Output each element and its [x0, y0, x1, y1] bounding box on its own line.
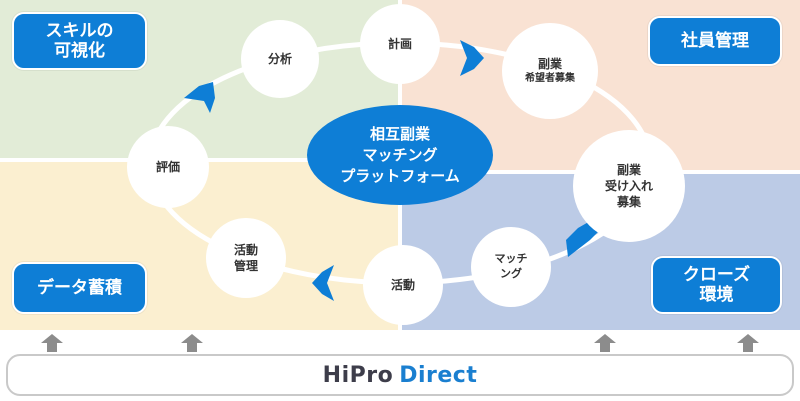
node-evaluation: 評価	[127, 126, 209, 208]
chevron-left-icon	[312, 265, 334, 301]
node-matching: マッチ ング	[471, 227, 551, 307]
up-arrow-icon	[41, 334, 63, 352]
node-recruit-title: 副業	[537, 57, 562, 72]
node-activity: 活動	[363, 245, 443, 325]
node-recruit-sub: 希望者募集	[525, 73, 575, 85]
chevron-right-icon	[460, 40, 484, 76]
brand-hipro: HiPro	[322, 362, 394, 388]
up-arrow-icon	[181, 334, 203, 352]
node-analysis: 分析	[241, 20, 319, 98]
node-accept: 副業 受け入れ 募集	[573, 130, 685, 242]
brand-direct: Direct	[399, 362, 478, 388]
closed-environment-label: クローズ 環境	[651, 256, 782, 314]
skill-visualization-label: スキルの 可視化	[12, 12, 147, 70]
staff-management-label: 社員管理	[648, 16, 782, 66]
up-arrow-icon	[737, 334, 759, 352]
center-platform: 相互副業 マッチング プラットフォーム	[307, 105, 493, 205]
node-activity-mgmt: 活動 管理	[206, 218, 286, 298]
up-arrow-icon	[594, 334, 616, 352]
chevron-up-right-icon	[184, 82, 215, 113]
node-plan: 計画	[360, 4, 440, 84]
node-recruit: 副業 希望者募集	[502, 23, 598, 119]
data-accumulation-label: データ蓄積	[12, 262, 147, 314]
